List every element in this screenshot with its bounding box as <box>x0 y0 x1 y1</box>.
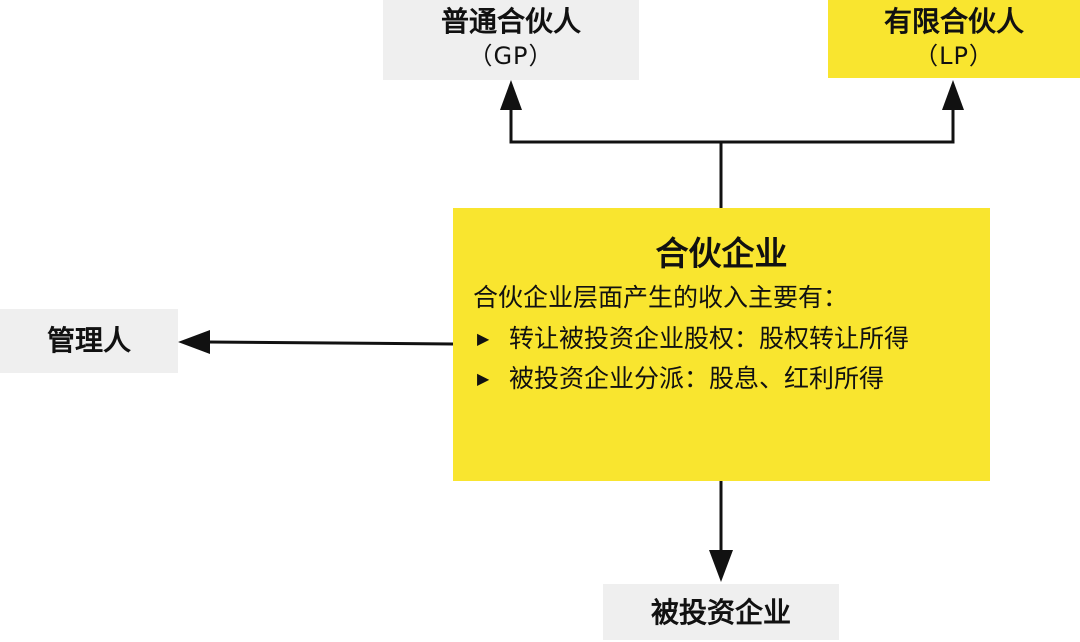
manager-node: 管理人 <box>0 309 178 373</box>
gp-abbr: （GP） <box>468 42 554 70</box>
income-item: ▶ 转让被投资企业股权：股权转让所得 <box>469 322 974 356</box>
target-company-node: 被投资企业 <box>603 584 839 640</box>
income-item-text: 转让被投资企业股权：股权转让所得 <box>509 324 910 353</box>
triangle-right-icon: ▶ <box>477 329 490 348</box>
line-to-manager <box>207 340 454 346</box>
income-item-text: 被投资企业分派：股息、红利所得 <box>509 364 885 393</box>
income-item: ▶ 被投资企业分派：股息、红利所得 <box>469 362 974 396</box>
partnership-node: 合伙企业 合伙企业层面产生的收入主要有： ▶ 转让被投资企业股权：股权转让所得 … <box>453 208 990 481</box>
partnership-intro: 合伙企业层面产生的收入主要有： <box>473 283 849 312</box>
lp-node: 有限合伙人 （LP） <box>828 0 1080 78</box>
partnership-title: 合伙企业 <box>655 234 788 273</box>
arrowhead-down-target <box>709 550 733 582</box>
arrowhead-left-manager <box>178 330 210 354</box>
arrowhead-up-gp <box>500 80 522 110</box>
triangle-right-icon: ▶ <box>477 369 490 388</box>
arrowhead-up-lp <box>942 80 964 110</box>
lp-label: 有限合伙人 <box>883 5 1024 38</box>
line-to-gp-and-lp <box>509 108 723 208</box>
gp-label: 普通合伙人 <box>440 5 581 38</box>
lp-abbr: （LP） <box>914 42 994 70</box>
line-to-lp <box>721 108 955 144</box>
gp-node: 普通合伙人 （GP） <box>383 0 639 80</box>
